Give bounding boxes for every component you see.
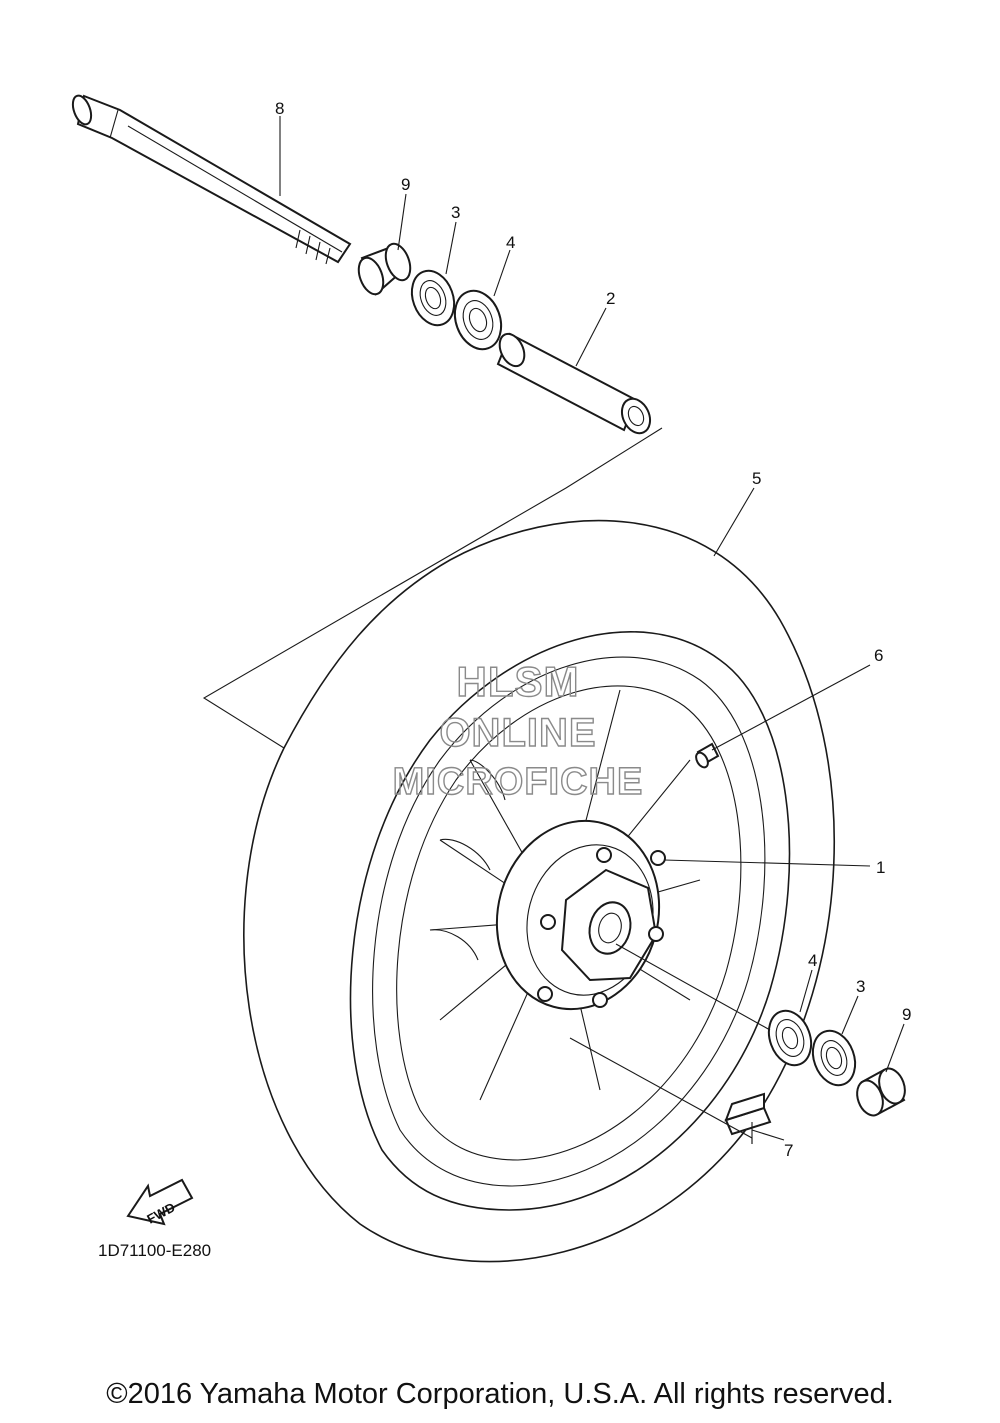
watermark: HLSM ONLINE MICROFICHE [392,657,644,803]
leader-lines [279,116,905,1144]
oil-seal-bottom [811,1029,857,1087]
oil-seal-top [410,269,456,327]
callout-3-bottom: 3 [856,977,865,996]
callout-5: 5 [752,469,761,488]
callout-8: 8 [275,99,284,118]
forward-arrow-icon: FWD [126,1178,194,1227]
collar-bottom [856,1067,906,1117]
tire-valve [695,742,720,769]
callout-1: 1 [876,858,885,877]
bearing-top [453,289,503,351]
diagram-code: 1D71100-E280 [98,1241,211,1260]
watermark-line-3: MICROFICHE [393,761,644,803]
watermark-line-2: ONLINE [439,711,596,755]
collar-top [357,242,412,296]
callout-4-top: 4 [506,233,515,252]
callout-3-top: 3 [451,203,460,222]
bearing-bottom [767,1009,813,1067]
callout-4-bottom: 4 [808,951,817,970]
copyright-notice: ©2016 Yamaha Motor Corporation, U.S.A. A… [106,1378,894,1410]
spacer-collar [496,332,652,435]
balance-weight [724,1092,772,1136]
callout-9-bottom: 9 [902,1005,911,1024]
callout-6: 6 [874,646,883,665]
callout-7: 7 [784,1141,793,1160]
callout-9-top: 9 [401,175,410,194]
callout-2: 2 [606,289,615,308]
wheel-hub [495,819,666,1011]
watermark-line-1: HLSM [457,658,580,705]
front-wheel-axle [71,94,352,265]
assembly-guide-lines [202,427,663,749]
